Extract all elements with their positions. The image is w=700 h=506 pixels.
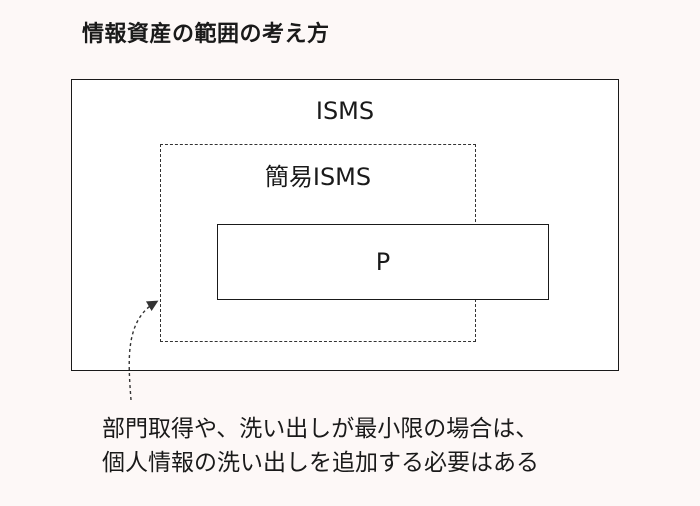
isms-label: ISMS — [315, 97, 375, 125]
p-label: P — [375, 248, 391, 276]
caption-line-2: 個人情報の洗い出しを追加する必要はある — [102, 450, 539, 476]
p-scope-box — [217, 224, 549, 300]
diagram-title: 情報資産の範囲の考え方 — [82, 22, 330, 47]
simple-isms-label: 簡易ISMS — [264, 163, 372, 191]
caption: 部門取得や、洗い出しが最小限の場合は、 個人情報の洗い出しを追加する必要はある — [102, 412, 539, 480]
caption-line-1: 部門取得や、洗い出しが最小限の場合は、 — [102, 416, 539, 442]
